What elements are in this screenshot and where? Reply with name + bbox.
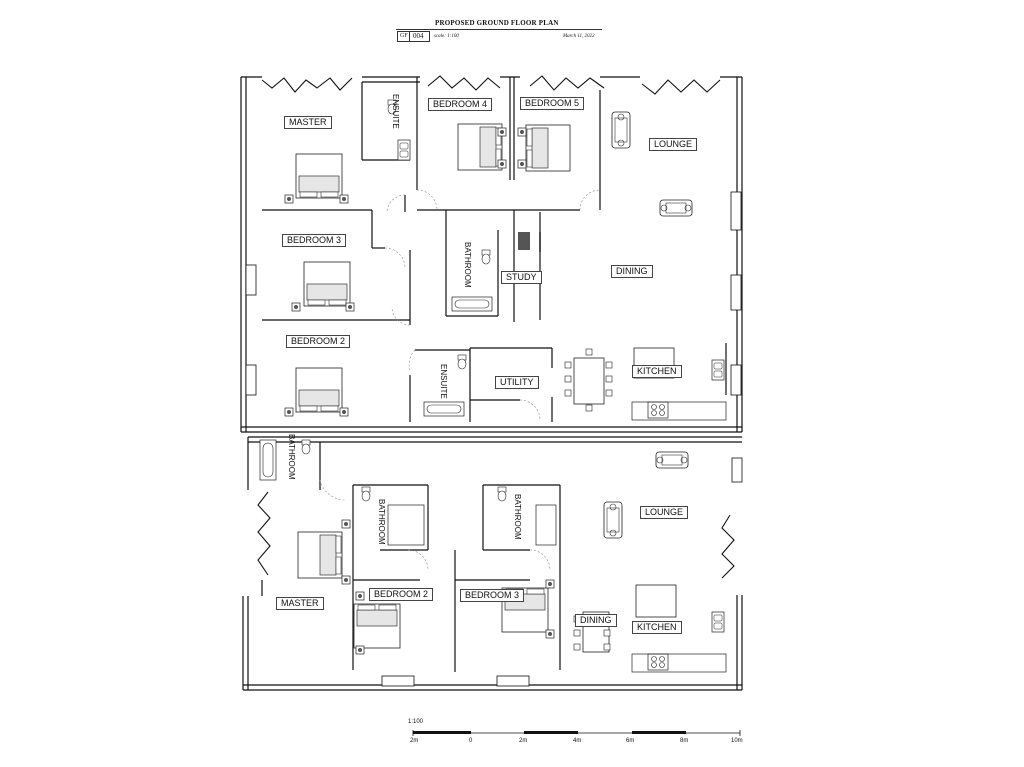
room-label-bedroom-3-upper: BEDROOM 3 — [282, 234, 347, 247]
room-label-bathroom-upper: BATHROOM — [463, 242, 472, 288]
scale-bar-label: 2m — [519, 738, 528, 744]
sheet-prefix: GF — [400, 33, 408, 39]
room-label-study: STUDY — [501, 271, 542, 284]
room-label-ensuite-upper: ENSUITE — [391, 94, 400, 129]
scale-bar-label: 0 — [469, 738, 473, 744]
room-label-lounge-lower: LOUNGE — [640, 506, 689, 519]
room-label-utility: UTILITY — [495, 376, 539, 389]
sheet-number-box: GF 004 — [397, 31, 430, 42]
room-label-bathroom-2-lower: BATHROOM — [513, 494, 522, 540]
scale-note: scale: 1:100 — [434, 34, 459, 39]
room-label-dining-lower: DINING — [575, 614, 617, 627]
room-label-dining-upper: DINING — [611, 265, 653, 278]
scale-bar-label: 2m — [410, 738, 419, 744]
room-label-ensuite-2-upper: ENSUITE — [439, 364, 448, 399]
room-label-master-upper: MASTER — [284, 116, 332, 129]
title-underline — [396, 29, 602, 30]
plan-date: March 11, 2022 — [563, 34, 595, 39]
room-label-master-lower: MASTER — [276, 597, 324, 610]
sheet-box-divider — [409, 32, 410, 41]
room-label-bathroom-1-lower: BATHROOM — [377, 499, 386, 545]
room-label-bedroom-4: BEDROOM 4 — [428, 98, 493, 111]
room-label-bedroom-2-upper: BEDROOM 2 — [286, 335, 351, 348]
room-label-bedroom-5: BEDROOM 5 — [520, 97, 585, 110]
room-label-bedroom-2-lower: BEDROOM 2 — [369, 588, 434, 601]
sheet-number: 004 — [413, 32, 424, 40]
room-label-kitchen-upper: KITCHEN — [632, 365, 682, 378]
plan-title: PROPOSED GROUND FLOOR PLAN — [435, 19, 559, 27]
scale-bar-ratio: 1:100 — [408, 719, 424, 725]
room-label-bathroom-side-lower: BATHROOM — [287, 434, 296, 480]
room-label-kitchen-lower: KITCHEN — [632, 621, 682, 634]
scale-bar-label: 4m — [573, 738, 582, 744]
room-label-lounge-upper: LOUNGE — [649, 138, 698, 151]
scale-bar-label: 8m — [680, 738, 689, 744]
scale-bar-label: 6m — [626, 738, 635, 744]
scale-bar-label: 10m — [731, 738, 743, 744]
room-label-bedroom-3-lower: BEDROOM 3 — [460, 589, 525, 602]
